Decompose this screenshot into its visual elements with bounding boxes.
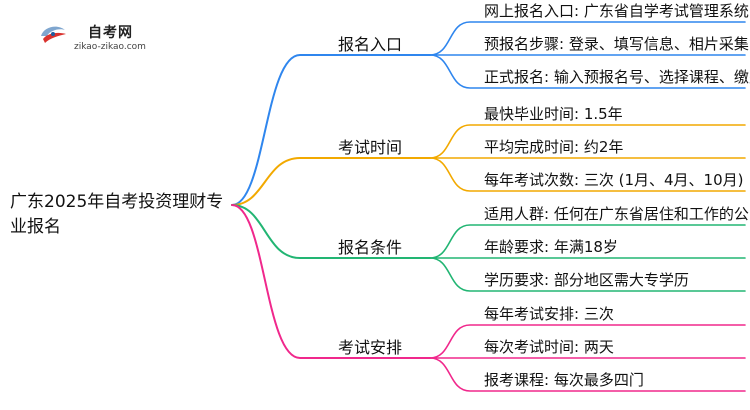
leaf-topic: 每年考试次数: 三次 (1月、4月、10月) xyxy=(484,171,744,189)
leaf-topic: 网上报名入口: 广东省自学考试管理系统 xyxy=(484,2,749,20)
leaf-connector xyxy=(429,257,746,292)
branch-topic: 考试安排 xyxy=(338,338,403,357)
branch-connector xyxy=(231,204,431,259)
branch-connector xyxy=(231,157,431,206)
leaf-connector xyxy=(429,54,746,89)
leaf-connector xyxy=(429,357,746,392)
leaf-topic: 每次考试时间: 两天 xyxy=(484,338,614,356)
branch-connector xyxy=(231,204,431,359)
site-logo[interactable]: 自考网 zikao-zikao.com xyxy=(8,4,168,52)
leaf-topic: 学历要求: 部分地区需大专学历 xyxy=(484,271,689,289)
leaf-connector xyxy=(429,324,746,359)
leaf-topic: 正式报名: 输入预报名号、选择课程、缴费 xyxy=(484,68,750,86)
leaf-topic: 平均完成时间: 约2年 xyxy=(484,138,624,156)
branch-connector xyxy=(231,54,431,206)
leaf-topic: 适用人群: 任何在广东省居住和工作的公民 xyxy=(484,205,750,223)
leaf-connector xyxy=(429,224,746,259)
leaf-connector xyxy=(429,124,746,159)
branch-topic: 报名条件 xyxy=(338,238,403,257)
leaf-topic: 报考课程: 每次最多四门 xyxy=(484,371,644,389)
leaf-topic: 预报名步骤: 登录、填写信息、相片采集 xyxy=(484,35,749,53)
branch-topic: 报名入口 xyxy=(338,35,403,54)
logo-url: zikao-zikao.com xyxy=(74,42,146,52)
root-topic: 广东2025年自考投资理财专业报名 xyxy=(10,192,224,237)
graduation-cap-icon xyxy=(41,26,66,43)
branch-topic: 考试时间 xyxy=(338,138,403,157)
leaf-connector xyxy=(429,157,746,192)
leaf-connector xyxy=(429,21,746,56)
logo-title: 自考网 xyxy=(88,25,133,41)
leaf-topic: 每年考试安排: 三次 xyxy=(484,305,614,323)
leaf-topic: 最快毕业时间: 1.5年 xyxy=(484,105,623,123)
leaf-topic: 年龄要求: 年满18岁 xyxy=(484,238,618,256)
